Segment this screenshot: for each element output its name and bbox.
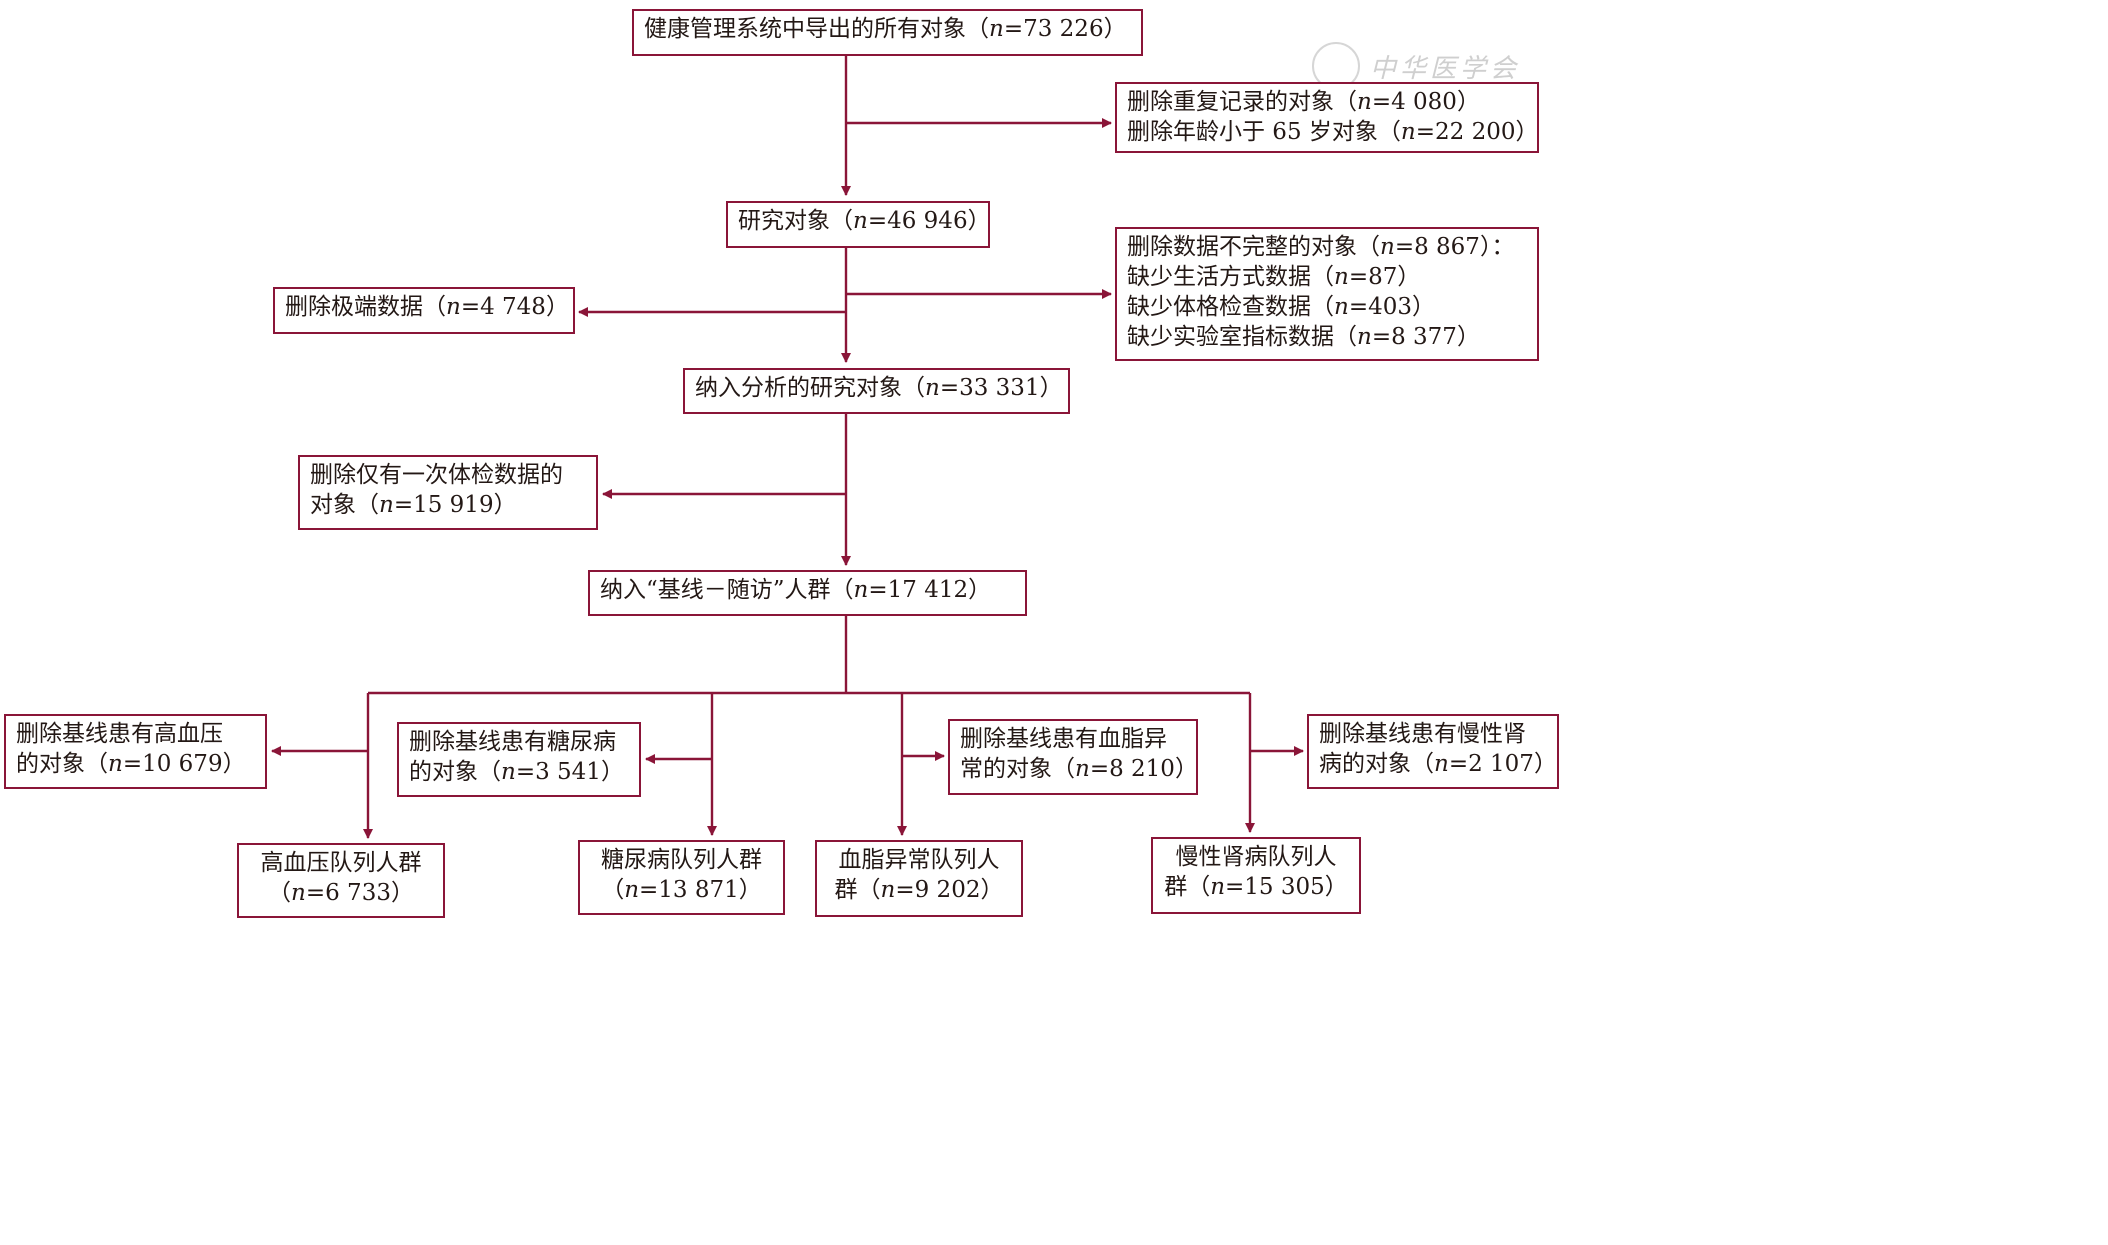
box-text-line: 缺少实验室指标数据（n=8 377） bbox=[1127, 324, 1480, 350]
box-text-line: 删除仅有一次体检数据的 bbox=[310, 462, 563, 488]
box-excl-incomplete: 删除数据不完整的对象（n=8 867）： 缺少生活方式数据（n=87） 缺少体格检查… bbox=[1115, 227, 1539, 361]
box-text-line: 删除数据不完整的对象（n=8 867）： bbox=[1127, 234, 1515, 260]
box-text-line: （n=13 871） bbox=[601, 877, 762, 903]
box-cohort-hypertension: 高血压队列人群 （n=6 733） bbox=[237, 843, 445, 918]
box-excl-extreme: 删除极端数据（n=4 748） bbox=[273, 287, 575, 334]
box-text-line: 删除基线患有高血压 bbox=[16, 721, 223, 747]
box-text-line: 血脂异常队列人 bbox=[838, 847, 1000, 873]
publisher-watermark: 中华医学会 bbox=[1312, 42, 1542, 92]
box-text-line: 慢性肾病队列人 bbox=[1175, 844, 1337, 870]
box-excl-dyslipidemia: 删除基线患有血脂异常的对象（n=8 210） bbox=[948, 719, 1198, 795]
box-all-objects: 健康管理系统中导出的所有对象（n=73 226） bbox=[632, 9, 1143, 56]
watermark-text: 中华医学会 bbox=[1370, 54, 1521, 84]
box-text-line: 群（n=9 202） bbox=[834, 877, 1004, 903]
box-text-line: 的对象（n=10 679） bbox=[16, 751, 246, 777]
box-text-line: 研究对象（n=46 946） bbox=[738, 208, 991, 234]
box-cohort-diabetes: 糖尿病队列人群 （n=13 871） bbox=[578, 840, 785, 915]
box-analysis-objects: 纳入分析的研究对象（n=33 331） bbox=[683, 368, 1070, 414]
box-text-line: 缺少体格检查数据（n=403） bbox=[1127, 294, 1435, 320]
box-text-line: 群（n=15 305） bbox=[1164, 874, 1348, 900]
box-text-line: 纳入“基线－随访”人群（n=17 412） bbox=[600, 577, 992, 603]
box-excl-duplicate-age: 删除重复记录的对象（n=4 080） 删除年龄小于 65 岁对象（n=22 200… bbox=[1115, 82, 1539, 153]
box-text-line: 常的对象（n=8 210） bbox=[960, 756, 1198, 782]
box-text-line: 缺少生活方式数据（n=87） bbox=[1127, 264, 1421, 290]
box-text-line: 糖尿病队列人群 bbox=[601, 847, 762, 873]
box-text-line: 高血压队列人群 bbox=[260, 850, 422, 876]
box-text-line: 删除基线患有糖尿病 bbox=[409, 729, 616, 755]
box-text-line: 的对象（n=3 541） bbox=[409, 759, 624, 785]
box-text-line: （n=6 733） bbox=[268, 880, 414, 906]
box-text-line: 对象（n=15 919） bbox=[310, 492, 517, 518]
box-text-line: 纳入分析的研究对象（n=33 331） bbox=[695, 375, 1063, 401]
box-cohort-dyslipidemia: 血脂异常队列人群（n=9 202） bbox=[815, 840, 1023, 917]
box-excl-hypertension: 删除基线患有高血压的对象（n=10 679） bbox=[4, 714, 267, 789]
box-text-line: 删除基线患有慢性肾 bbox=[1319, 721, 1526, 747]
box-cohort-ckd: 慢性肾病队列人群（n=15 305） bbox=[1151, 837, 1361, 914]
box-text-line: 删除基线患有血脂异 bbox=[960, 726, 1167, 752]
box-excl-single-exam: 删除仅有一次体检数据的对象（n=15 919） bbox=[298, 455, 598, 530]
box-text-line: 健康管理系统中导出的所有对象（n=73 226） bbox=[644, 16, 1127, 42]
box-excl-diabetes: 删除基线患有糖尿病的对象（n=3 541） bbox=[397, 722, 641, 797]
box-study-objects: 研究对象（n=46 946） bbox=[726, 201, 991, 248]
box-text-line: 删除年龄小于 65 岁对象（n=22 200） bbox=[1127, 119, 1539, 145]
box-text-line: 删除极端数据（n=4 748） bbox=[285, 294, 569, 320]
box-text-line: 删除重复记录的对象（n=4 080） bbox=[1127, 89, 1480, 115]
box-excl-ckd: 删除基线患有慢性肾病的对象（n=2 107） bbox=[1307, 714, 1559, 789]
flow-connectors bbox=[271, 54, 1304, 839]
box-baseline-followup: 纳入“基线－随访”人群（n=17 412） bbox=[588, 570, 1027, 616]
box-text-line: 病的对象（n=2 107） bbox=[1319, 751, 1557, 777]
